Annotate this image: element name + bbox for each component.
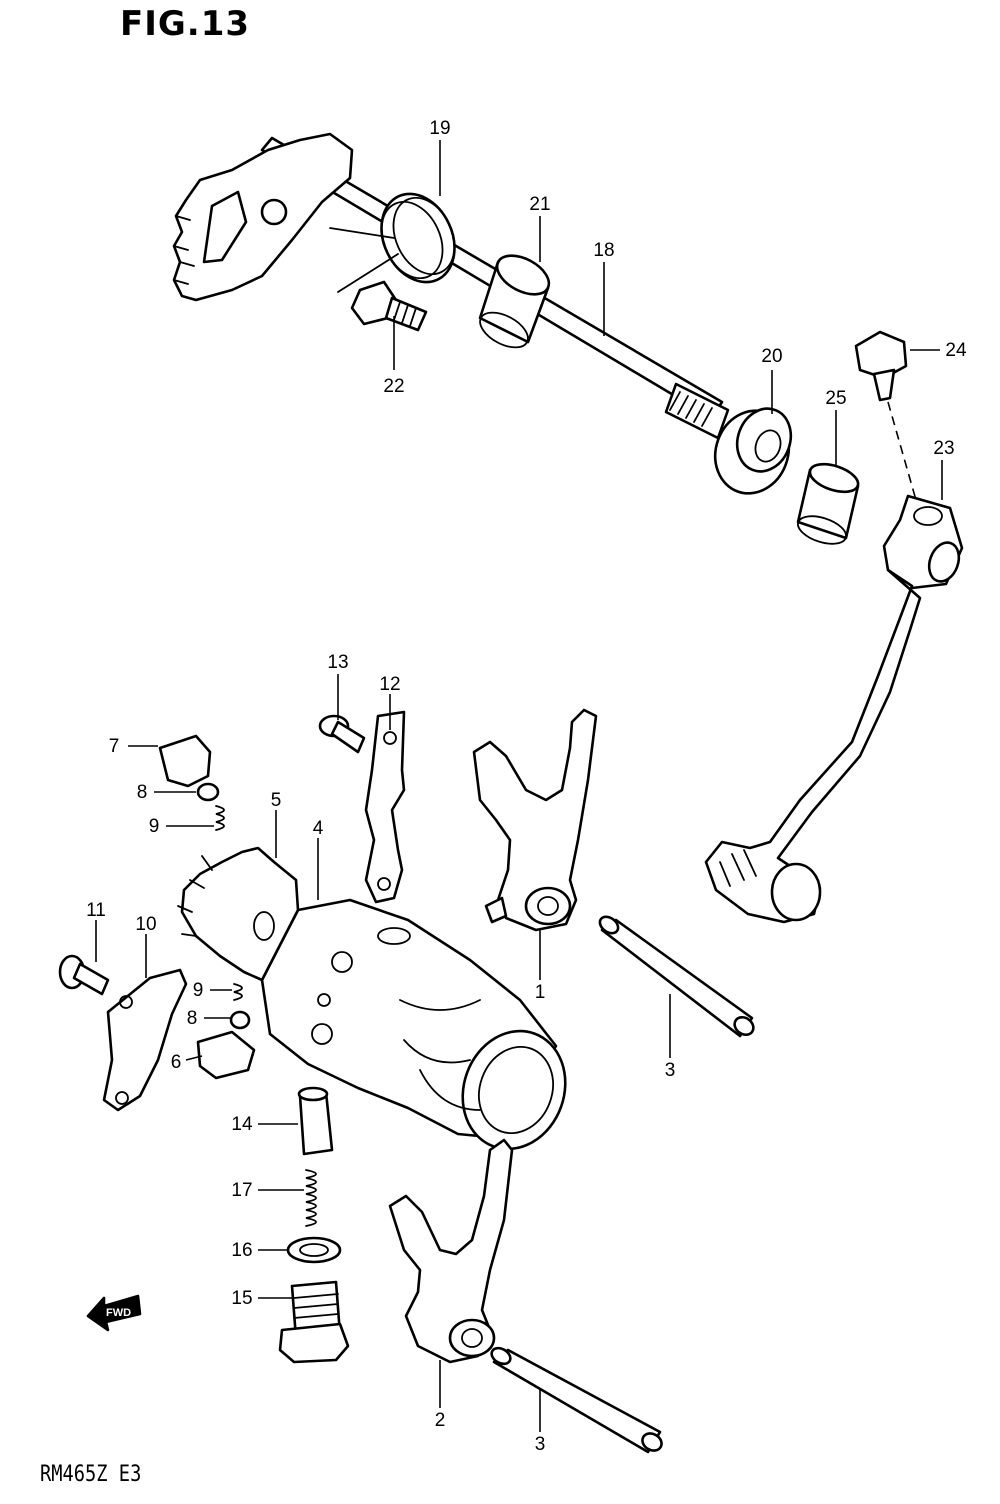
callout-7: 7 xyxy=(109,736,120,757)
gear-position-pin-14 xyxy=(297,1086,334,1156)
screw-13 xyxy=(318,714,366,754)
callout-12: 12 xyxy=(379,674,400,695)
screw-11 xyxy=(58,954,110,996)
plug-15 xyxy=(278,1280,350,1364)
callout-23: 23 xyxy=(933,438,954,459)
washer-16 xyxy=(286,1236,342,1264)
callout-11: 11 xyxy=(86,900,106,921)
callout-9b: 9 xyxy=(193,980,204,1001)
callout-3a: 3 xyxy=(665,1060,676,1081)
callout-15: 15 xyxy=(231,1288,252,1309)
callout-1: 1 xyxy=(535,982,546,1003)
spring-9a xyxy=(215,805,225,831)
fork-shaft-3a xyxy=(598,915,755,1038)
fwd-label: FWD xyxy=(106,1307,131,1319)
callout-3b: 3 xyxy=(535,1434,546,1455)
shift-cam-5 xyxy=(177,846,300,982)
callout-5: 5 xyxy=(271,790,282,811)
callout-9a: 9 xyxy=(149,816,160,837)
callout-16: 16 xyxy=(231,1240,252,1261)
shift-fork-1 xyxy=(472,708,598,932)
gearshift-shaft-assembly xyxy=(172,132,730,440)
callout-24: 24 xyxy=(945,340,967,361)
callout-labels: 19 21 18 22 20 25 23 24 13 12 7 8 9 5 4 … xyxy=(86,118,967,1455)
callout-25: 25 xyxy=(825,388,846,409)
spring-17 xyxy=(305,1169,317,1227)
callout-4: 4 xyxy=(313,818,324,839)
callout-2: 2 xyxy=(435,1410,446,1431)
callout-19: 19 xyxy=(429,118,450,139)
figure-title: FIG.13 xyxy=(120,4,251,44)
pin-8b xyxy=(229,1010,251,1030)
figure-code: RM465Z E3 xyxy=(40,1462,142,1487)
plate-12 xyxy=(364,710,406,904)
fork-shaft-3b xyxy=(490,1346,663,1454)
bushing-25 xyxy=(796,462,860,545)
callout-14: 14 xyxy=(231,1114,253,1135)
callout-8b: 8 xyxy=(187,1008,198,1029)
oil-seal-20 xyxy=(713,407,793,495)
spring-9b xyxy=(233,983,243,1001)
callout-20: 20 xyxy=(761,346,782,367)
shift-drum-4 xyxy=(260,898,567,1151)
stopper-plate-10 xyxy=(102,968,188,1112)
shift-cam-stopper-7 xyxy=(158,734,212,788)
callout-10: 10 xyxy=(135,914,156,935)
pin-8a xyxy=(196,782,220,802)
callout-18: 18 xyxy=(593,240,614,261)
callout-6: 6 xyxy=(171,1052,182,1073)
gearshift-lever-23 xyxy=(704,494,964,924)
bolt-22 xyxy=(350,280,428,332)
callout-21: 21 xyxy=(529,194,550,215)
leader-lines xyxy=(95,140,943,1432)
callout-22: 22 xyxy=(383,376,404,397)
return-spring-19 xyxy=(329,192,456,293)
callout-8a: 8 xyxy=(137,782,148,803)
collar-21 xyxy=(478,254,551,349)
callout-13: 13 xyxy=(327,652,348,673)
forward-arrow-icon: FWD xyxy=(86,1294,142,1332)
bolt-24 xyxy=(854,330,921,515)
stopper-6 xyxy=(196,1030,256,1080)
callout-17: 17 xyxy=(231,1180,252,1201)
shift-fork-2 xyxy=(388,1138,514,1364)
